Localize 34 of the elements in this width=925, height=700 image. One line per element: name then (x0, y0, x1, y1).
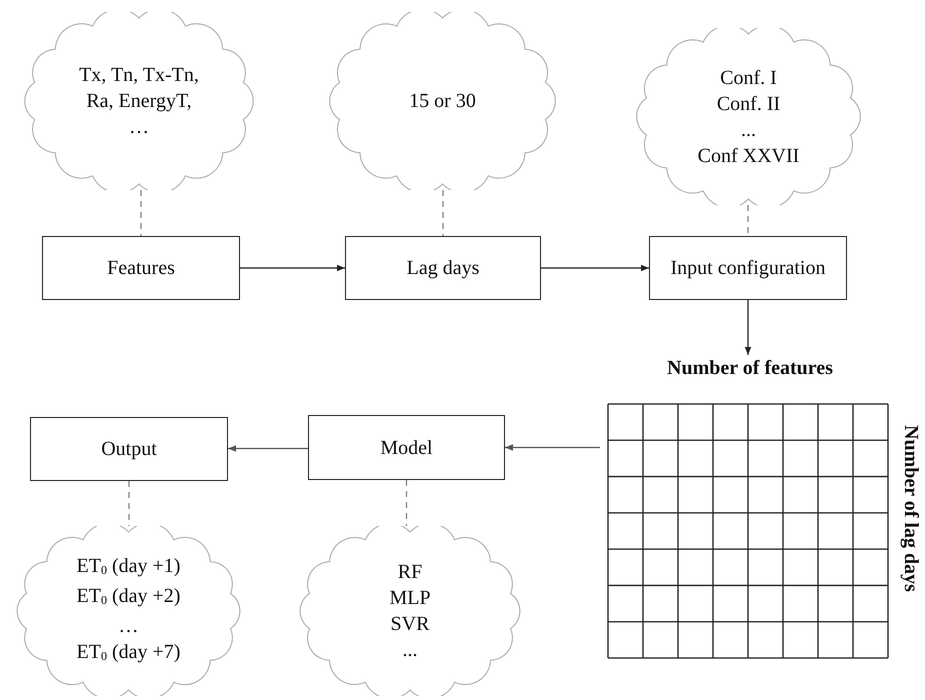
arrow (744, 300, 752, 355)
node-text: Conf. I (720, 66, 777, 90)
dashed-connector (747, 205, 749, 236)
process-box (308, 415, 505, 480)
node-text: Features (107, 256, 175, 281)
node-text: ... (741, 118, 756, 142)
node-text: Lag days (406, 256, 480, 281)
node-text: MLP (389, 586, 431, 611)
axis-title: Number of lag days (899, 425, 923, 592)
node-text: ET$_{0}$ (day +7) (76, 640, 180, 665)
arrow (541, 264, 649, 272)
process-box (30, 417, 228, 481)
process-box (42, 236, 240, 300)
dashed-connector (406, 480, 408, 526)
node-text: Input configuration (670, 256, 826, 281)
node-text: ET$_{0}$ (day +1) (76, 554, 180, 580)
node-text: Output (101, 437, 157, 462)
axis-title: Number of features (666, 356, 834, 381)
node-text: Conf XXVII (698, 144, 800, 168)
node-text: Conf. II (716, 92, 780, 116)
node-text: SVR (390, 612, 430, 637)
arrow (505, 444, 600, 451)
node-text: … (129, 115, 149, 140)
node-text: 15 or 30 (409, 89, 476, 114)
arrow (240, 264, 345, 272)
node-text: Model (380, 436, 433, 460)
process-box (345, 236, 541, 300)
node-text: ... (402, 638, 418, 663)
arrow (228, 445, 308, 452)
node-text: Tx, Tn, Tx-Tn, Ra, EnergyT, (78, 63, 200, 114)
node-text: … (118, 614, 138, 639)
process-box (649, 236, 847, 300)
node-text: RF (398, 560, 422, 585)
node-text: ET$_{0}$ (day +2) (76, 584, 180, 610)
